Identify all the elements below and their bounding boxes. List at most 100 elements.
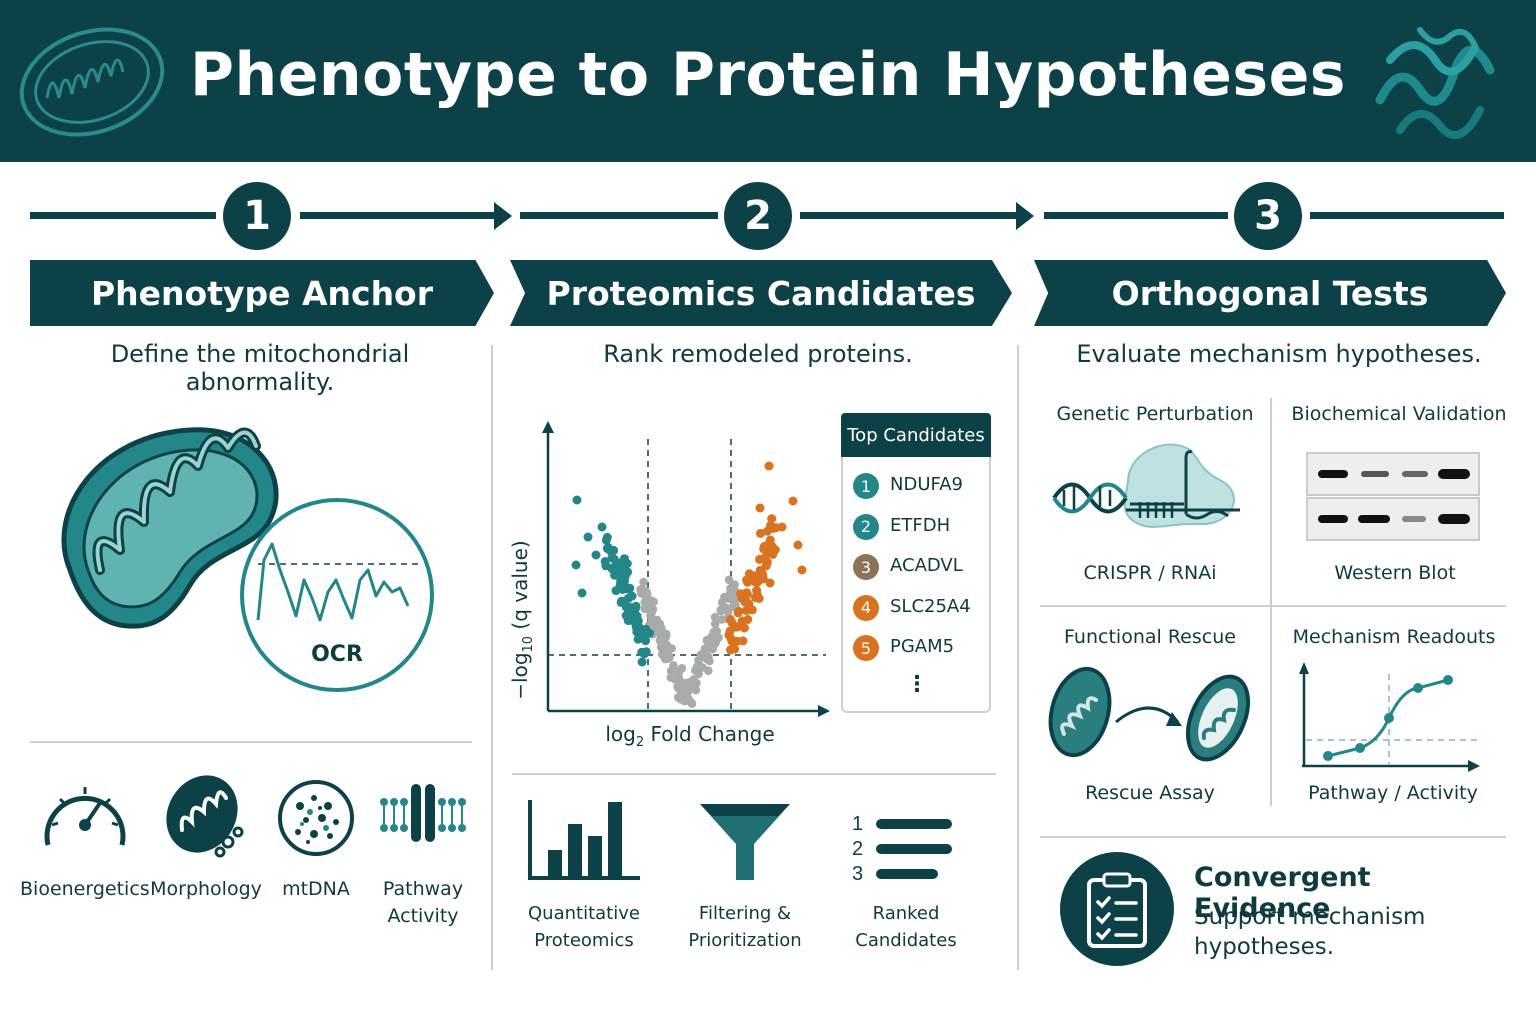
panel-divider — [1270, 398, 1272, 806]
volcano-point — [659, 638, 668, 647]
section-divider — [1040, 836, 1506, 838]
section-divider — [512, 773, 996, 775]
candidate-rank-badge: 2 — [853, 513, 879, 540]
volcano-point — [642, 589, 652, 598]
step-connector — [520, 212, 718, 219]
volcano-point — [708, 644, 717, 654]
panel-title-mechanism-readouts: Mechanism Readouts — [1292, 626, 1496, 648]
volcano-point — [710, 612, 720, 622]
volcano-plot — [542, 421, 830, 717]
volcano-point — [633, 616, 643, 626]
volcano-point — [608, 563, 618, 573]
caption-rescue-assay: Rescue Assay — [1085, 782, 1215, 804]
convergent-evidence-title: Convergent Evidence — [1194, 862, 1371, 924]
step-number-2: 2 — [724, 182, 792, 250]
volcano-point — [705, 656, 714, 666]
volcano-point — [691, 685, 701, 695]
volcano-point — [635, 624, 645, 634]
candidate-rank-badge: 5 — [853, 635, 879, 661]
feature-label-pathway-activity: Pathway Activity — [382, 878, 464, 927]
volcano-point — [677, 664, 687, 673]
volcano-point — [702, 635, 712, 645]
ocr-lens-icon — [240, 498, 434, 692]
candidate-name: ETFDH — [890, 514, 951, 536]
step-connector — [800, 212, 1018, 219]
step-connector — [1044, 212, 1228, 219]
volcano-point — [710, 619, 720, 629]
column-divider — [1017, 345, 1019, 970]
volcano-point — [669, 665, 679, 675]
bar-chart-icon — [528, 800, 640, 880]
volcano-point — [755, 528, 765, 538]
volcano-point — [615, 580, 625, 590]
mtdna-dots-icon — [278, 780, 354, 856]
step-number-1: 1 — [223, 182, 291, 250]
candidate-name: SLC25A4 — [890, 595, 971, 617]
volcano-point — [583, 532, 593, 542]
step-connector — [300, 212, 496, 219]
arrow-right-icon — [1016, 202, 1034, 230]
volcano-point — [690, 678, 700, 688]
volcano-point — [735, 621, 745, 631]
volcano-point — [744, 599, 754, 609]
volcano-point — [630, 604, 640, 614]
step-number-3: 3 — [1234, 182, 1302, 250]
volcano-point — [641, 636, 651, 646]
volcano-point — [743, 615, 753, 624]
banner-phenotype-anchor: Phenotype Anchor — [30, 260, 494, 326]
volcano-point — [682, 688, 692, 698]
volcano-point — [591, 550, 601, 560]
volcano-point — [769, 523, 778, 533]
volcano-point — [742, 575, 752, 585]
volcano-point — [637, 657, 647, 667]
volcano-point — [655, 619, 665, 629]
mitochondrion-icon — [166, 775, 244, 858]
volcano-ylabel-wrap: −log10 (q value) — [492, 518, 552, 718]
ocr-label: OCR — [311, 642, 363, 667]
candidate-name: NDUFA9 — [890, 474, 963, 495]
convergent-evidence-text: Support mechanism hypotheses. — [1194, 904, 1426, 960]
rank-number: 3 — [852, 863, 863, 882]
volcano-point — [709, 627, 718, 637]
volcano-point — [641, 647, 651, 657]
western-blot-icon — [1306, 452, 1480, 541]
volcano-point — [777, 522, 787, 532]
volcano-point — [767, 514, 777, 524]
workflow-label-filtering: Filtering &Prioritization — [688, 903, 802, 951]
rescue-mitochondria-icon — [1048, 666, 1251, 762]
gauge-icon — [44, 787, 126, 846]
step-connector — [30, 212, 216, 219]
volcano-point — [768, 550, 778, 559]
mitochondrion-ocr-illustration — [61, 427, 434, 692]
membrane-pathway-icon — [380, 784, 466, 842]
volcano-point — [577, 588, 587, 598]
section-divider — [30, 741, 472, 743]
volcano-point — [761, 561, 771, 571]
volcano-point — [603, 543, 613, 552]
volcano-point — [571, 560, 581, 570]
header-bar — [0, 0, 1536, 162]
volcano-point — [788, 496, 798, 506]
candidate-name: ACADVL — [890, 555, 963, 576]
volcano-point — [764, 461, 774, 471]
candidate-name: PGAM5 — [890, 636, 955, 657]
candidate-rank-badge: 3 — [853, 554, 879, 580]
banner-proteomics-candidates: Proteomics Candidates — [510, 260, 1012, 326]
volcano-point — [765, 578, 775, 588]
feature-label-bioenergetics: Bioenergetics — [20, 878, 150, 900]
volcano-point — [645, 628, 654, 638]
volcano-point — [621, 611, 631, 620]
volcano-point — [793, 540, 803, 550]
volcano-point — [572, 495, 582, 505]
volcano-point — [609, 554, 619, 564]
volcano-point — [682, 696, 692, 705]
panel-divider — [1040, 605, 1506, 607]
volcano-point — [725, 615, 735, 625]
clipboard-checklist-icon — [1087, 872, 1147, 948]
arrow-right-icon — [494, 202, 512, 230]
caption-pathway-activity: Pathway / Activity — [1308, 782, 1478, 804]
protein-ribbon-icon — [1375, 27, 1495, 139]
volcano-point — [601, 561, 611, 571]
